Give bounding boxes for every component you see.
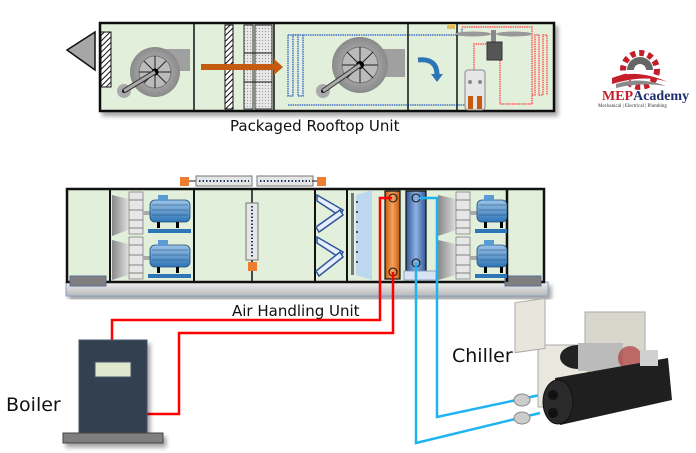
boiler-icon — [62, 339, 164, 444]
motor-icon — [475, 240, 508, 278]
hot-water-piping — [110, 196, 395, 416]
logo-name-part1: MEP — [602, 89, 634, 104]
outdoor-air-damper — [180, 175, 326, 187]
rooftop-unit — [65, 21, 556, 113]
supply-fan-array-icon — [438, 191, 477, 280]
condenser-fan-icon — [455, 30, 532, 61]
intake-louver — [100, 31, 112, 88]
heating-coil — [384, 190, 401, 280]
logo-tagline: Mechanical | Electrical | Plumbing — [598, 104, 667, 109]
pleated-filter-icon — [314, 193, 345, 278]
air-handling-unit-label: Air Handling Unit — [232, 302, 360, 320]
compressor-icon — [464, 69, 486, 111]
air-handling-unit — [65, 175, 549, 297]
condenser-section — [447, 24, 548, 111]
logo-wordmark: MEPAcademy — [602, 89, 689, 105]
expansion-valve-icon — [447, 24, 455, 29]
chiller-icon — [513, 297, 672, 425]
mixing-damper — [245, 189, 259, 282]
cooling-coil — [403, 190, 437, 281]
ahu-base — [65, 281, 549, 297]
mep-academy-logo — [612, 50, 668, 90]
chilled-water-piping — [414, 196, 541, 445]
boiler-label: Boiler — [6, 394, 61, 416]
outdoor-air-hood — [65, 30, 96, 72]
motor-icon — [475, 195, 508, 233]
return-fan-array-icon — [112, 191, 150, 280]
logo-name-part2: Academy — [633, 89, 690, 104]
chiller-label: Chiller — [452, 345, 513, 367]
motor-icon — [148, 195, 191, 233]
final-filter-icon — [351, 190, 372, 280]
supply-fan-icon — [316, 37, 405, 98]
motor-icon — [148, 240, 191, 278]
return-fan-icon — [117, 47, 190, 98]
rooftop-unit-label: Packaged Rooftop Unit — [230, 117, 400, 135]
airflow-arrow-icon — [201, 59, 283, 75]
supply-air-arrow-icon — [417, 57, 440, 76]
evaporator-coil-icon — [287, 28, 475, 106]
